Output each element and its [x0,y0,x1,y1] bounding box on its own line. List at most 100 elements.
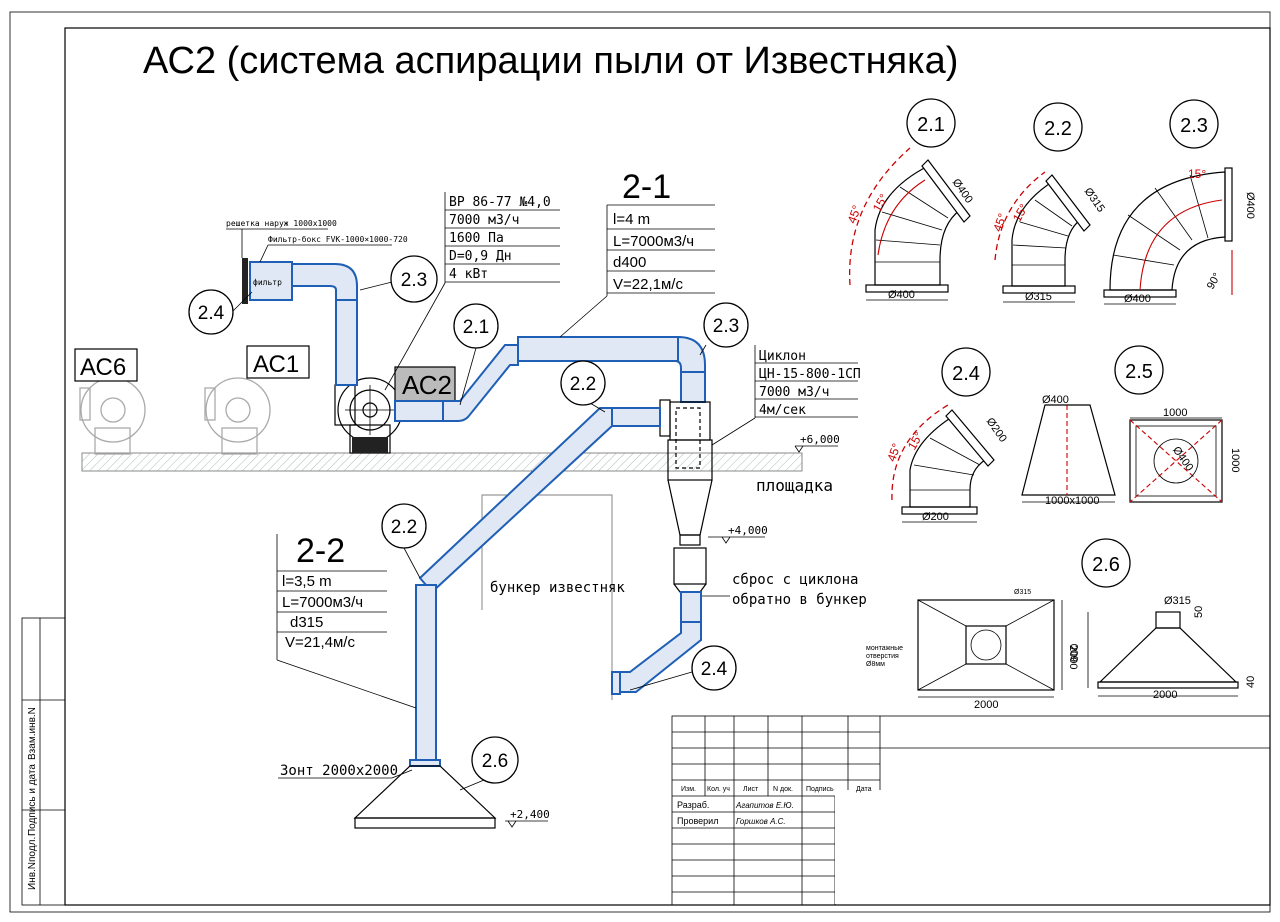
sidebar-inv: Инв.Nподл. [27,837,38,890]
callout-2-3-right: 2.3 [699,302,749,356]
sidebar-sign: Подпись и дата [27,764,38,836]
cyclone-spec: Циклон ЦН-15-800-1СП 7000 м3/ч 4м/сек [711,345,861,446]
detail-2-4-top: Ø200 [984,416,1009,445]
detail-2-5-top: Ø400 [1042,394,1069,406]
section-2-2-row-1: L=7000м3/ч [282,594,363,611]
callout-2-2-upper-text: 2.2 [570,374,596,395]
fan-spec: ВР 86-77 №4,0 7000 м3/ч 1600 Па D=0,9 Дн… [384,192,560,391]
cyclone-spec-2: 7000 м3/ч [759,385,829,400]
grille-label: решетка наруж 1000х1000 [226,219,337,228]
detail-2-1-angle45: 45° [845,203,864,225]
detail-2-6-holes-3: Ø8мм [866,661,885,668]
callout-2-2-upper: 2.2 [560,360,606,413]
section-2-2-row-0: l=3,5 m [282,573,332,590]
section-2-2-row-3: V=21,4м/с [285,634,355,651]
detail-2-5-w: 1000 [1163,407,1187,419]
bunker-outline [481,494,613,700]
stamp-h0: Изм. [681,786,696,793]
callout-2-4-right: 2.4 [629,645,737,691]
callout-2-4-right-text: 2.4 [701,659,728,680]
discharge-duct [611,591,702,695]
level-4000-text: +4,000 [728,524,768,537]
fan-ac6 [79,377,146,455]
detail-2-6-label: 2.6 [1092,554,1120,576]
stamp-h2: Лист [743,786,759,793]
callout-2-1: 2.1 [453,303,499,406]
platform-slab [81,452,803,472]
stamp-developed-label: Разраб. [677,800,709,810]
cyclone-spec-1: ЦН-15-800-1СП [759,367,861,382]
discharge-label-2: обратно в бункер [732,592,867,608]
section-2-1-row-1: L=7000м3/ч [613,233,694,250]
intake-duct [291,263,358,386]
stamp-checked-name: Горшков А.С. [736,817,786,826]
level-2400: +2,400 [505,808,550,828]
platform-label: площадка [756,476,833,495]
stamp-h1: Кол. уч [707,786,730,793]
callout-2-1-text: 2.1 [463,317,489,338]
detail-2-6: 2.6 2000 2000 Ø315 монтажные отверстия Ø… [866,538,1257,711]
callout-2-2-lower: 2.2 [381,503,427,579]
level-6000-text: +6,000 [800,433,840,446]
detail-2-5-bot: 1000х1000 [1045,495,1099,507]
callout-2-6-scheme: 2.6 [459,736,519,791]
fan-ac2 [334,377,403,454]
detail-2-2-label: 2.2 [1044,118,1072,140]
cyclone [659,399,713,593]
detail-2-6-w: 2000 [974,699,998,711]
side-stamp: Инв.Nподл. Подпись и дата Взам.инв.N [21,617,66,906]
callout-2-3-top-text: 2.3 [401,270,427,291]
fan-spec-3: D=0,9 Дн [449,249,512,264]
detail-2-2: 2.2 45° 15° Ø315 Ø315 [990,102,1107,303]
detail-2-4-bot: Ø200 [922,511,949,523]
callout-2-2-lower-text: 2.2 [391,517,417,538]
callout-2-3-top: 2.3 [359,255,438,303]
section-2-1-row-0: l=4 m [613,211,650,228]
stamp-h4: Подпись [806,786,834,793]
hood-label: Зонт 2000х2000 [280,763,398,779]
detail-2-5-h: 1000 [1229,448,1241,472]
inner-frame [64,27,1271,906]
stamp-developed-name: Агапитов Е.Ю. [735,801,794,810]
section-2-2-table: 2-2 l=3,5 m L=7000м3/ч d315 V=21,4м/с [276,532,417,709]
section-2-2-row-2: d315 [290,614,323,631]
fan-spec-0: ВР 86-77 №4,0 [449,195,551,210]
filter-label: фильтр [253,278,282,287]
fan-ac1 [204,377,271,455]
ac6-label: АС6 [80,354,126,381]
section-2-2-name: 2-2 [296,532,345,570]
callout-2-3-right-text: 2.3 [713,316,739,337]
detail-2-6-h2: 600 [1069,644,1081,662]
level-6000: +6,000 [794,433,840,453]
discharge-label-1: сброс с циклона [732,572,858,588]
sidebar-replace: Взам.инв.N [27,707,38,760]
filter-box: фильтр [242,258,293,304]
page-title: АС2 (система аспирации пыли от Известняк… [143,40,958,82]
section-2-1-row-3: V=22,1м/с [613,276,683,293]
callout-2-4-left: 2.4 [188,289,253,335]
detail-2-2-angle45: 45° [990,211,1009,233]
detail-2-3-label: 2.3 [1180,115,1208,137]
ac1-label: АС1 [253,351,299,378]
detail-2-1-label: 2.1 [917,114,945,136]
filterbox-label: Фильтр-бокс FVK-1000×1000-720 [268,234,408,244]
section-2-1-name: 2-1 [622,168,671,206]
fan-spec-4: 4 кВт [449,267,488,282]
detail-2-4-angle45: 45° [884,441,903,463]
fan-spec-2: 1600 Па [449,231,504,246]
callout-2-6-scheme-text: 2.6 [482,751,508,772]
detail-2-6-pipe2: Ø315 [1164,595,1191,607]
hood-2000 [353,765,497,829]
detail-2-2-top: Ø315 [1082,186,1107,215]
cyclone-spec-0: Циклон [759,349,806,364]
detail-2-6-50: 50 [1193,606,1205,618]
level-4000: +4,000 [708,524,768,544]
detail-2-6-holes-1: монтажные [866,645,903,652]
detail-2-1-angle15: 15° [870,191,891,214]
ac6-box [74,348,138,382]
detail-2-3-angle15: 15° [1188,167,1206,181]
detail-2-5: 2.5 Ø400 1000х1000 1000 1000 Ø400 [1021,345,1241,507]
detail-2-4-angle15: 15° [905,429,926,452]
detail-2-2-bot: Ø315 [1025,291,1052,303]
detail-2-3-top: Ø400 [1244,192,1256,219]
